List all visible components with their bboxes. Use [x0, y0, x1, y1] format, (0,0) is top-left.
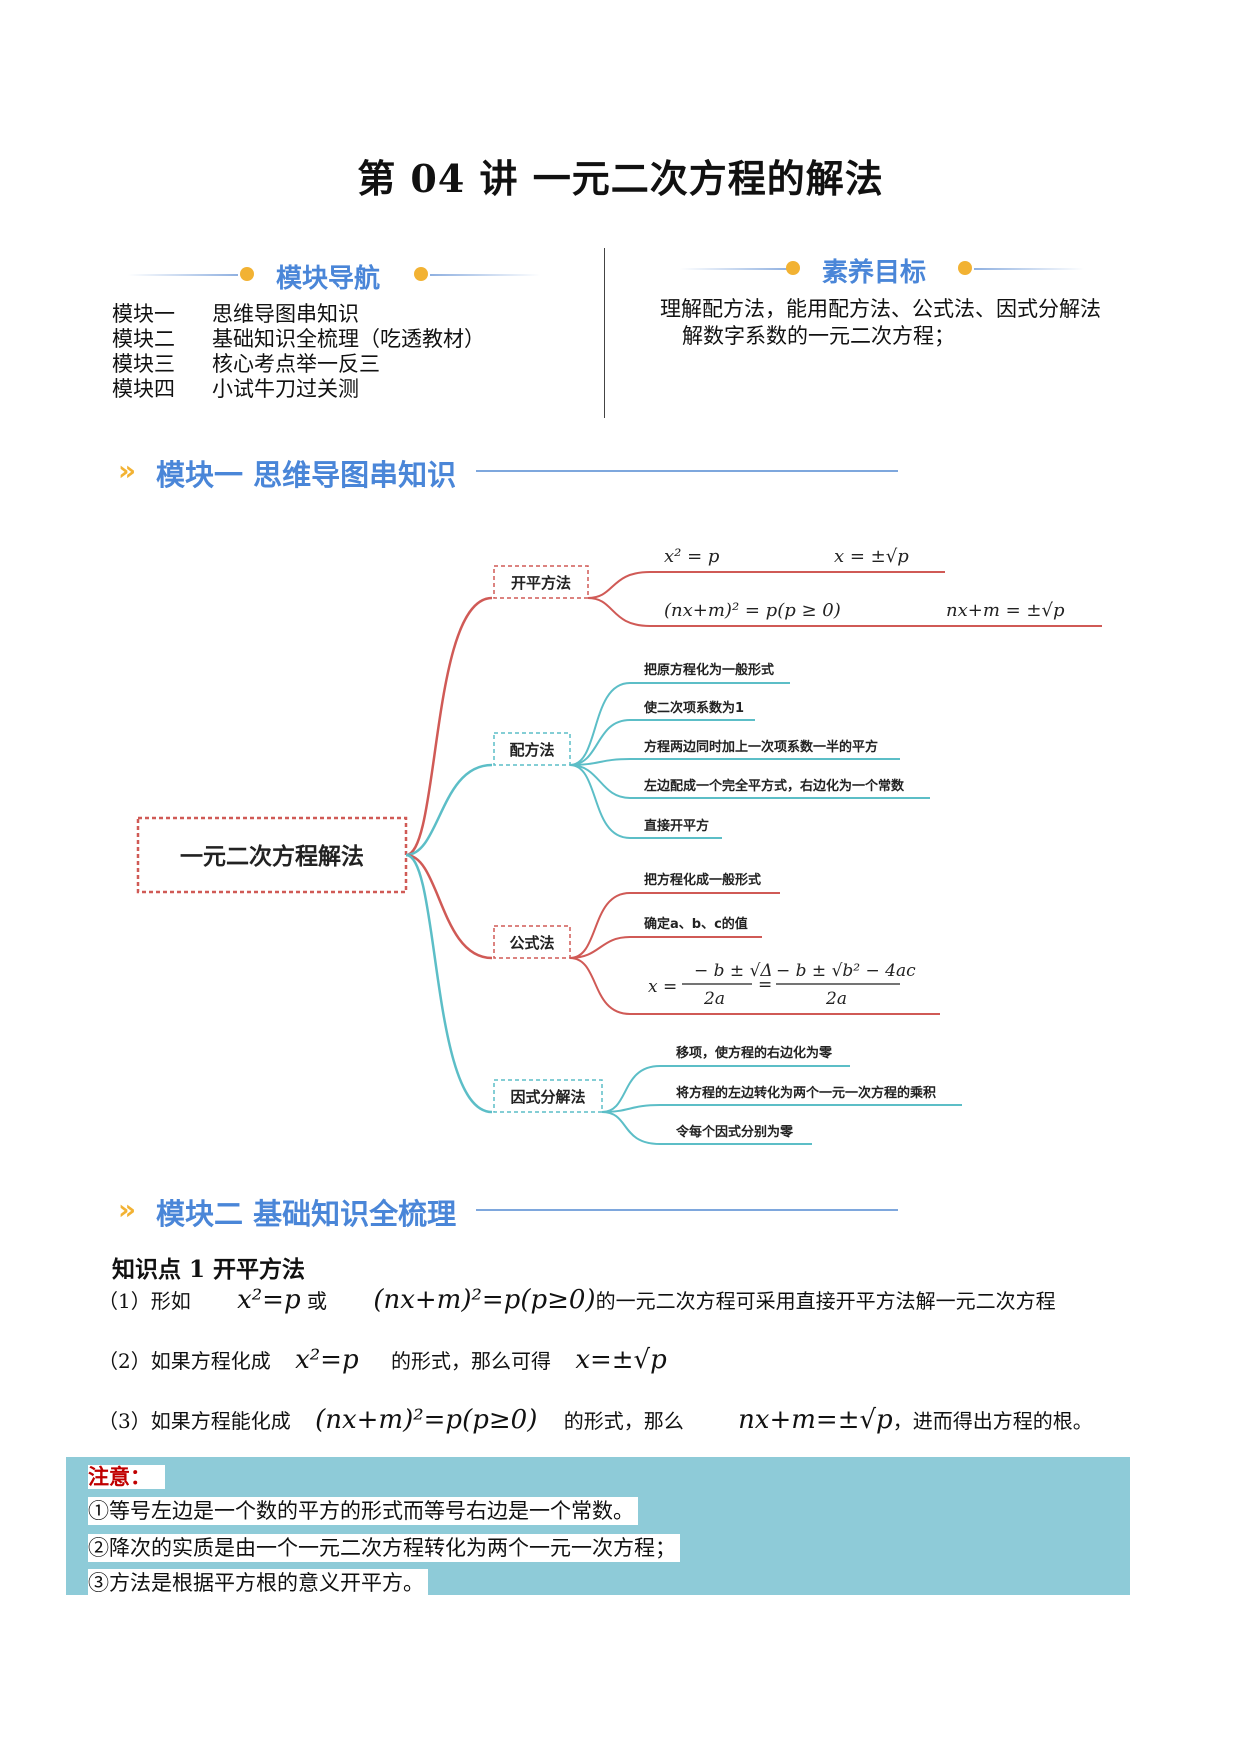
peifang-line1	[569, 682, 790, 766]
kaiping-eq1-solution: x = ±√p	[834, 546, 909, 567]
section1-line	[476, 470, 898, 472]
yinshi-line2	[601, 1104, 962, 1113]
note-item-2: ②降次的实质是由一个一元二次方程转化为两个一元一次方程；	[88, 1534, 680, 1562]
section1-title: 模块一 思维导图串知识	[156, 458, 457, 492]
mindmap-root: 一元二次方程解法	[180, 843, 364, 870]
yinshi-line3	[601, 1111, 812, 1145]
peifang-step4: 左边配成一个完全平方式，右边化为一个常数	[644, 778, 905, 794]
gongshi-line3	[569, 957, 940, 1015]
yinshi-step3: 令每个因式分别为零	[676, 1124, 794, 1140]
chevron-icon: »	[118, 1193, 137, 1226]
kaiping-eq1: x² = p	[664, 546, 720, 567]
note-box: 注意： ①等号左边是一个数的平方的形式而等号右边是一个常数。 ②降次的实质是由一…	[66, 1457, 1130, 1597]
yinshi-line1	[601, 1065, 850, 1113]
kaiping-eq2: (nx+m)² = p(p ≥ 0)	[664, 600, 841, 621]
yinshi-label: 因式分解法	[510, 1088, 585, 1106]
branch-gongshi	[405, 853, 493, 960]
nav-divider-left	[128, 274, 238, 276]
gongshi-den2: 2a	[825, 989, 847, 1009]
peifang-box	[493, 732, 571, 766]
nav-dot-right	[414, 267, 428, 281]
gongshi-num1: − b ± √Δ	[694, 961, 773, 981]
note-heading: 注意：	[88, 1465, 165, 1489]
peifang-step5: 直接开平方	[644, 818, 709, 834]
peifang-line5	[569, 764, 722, 839]
nav-item-4[interactable]: 模块四小试牛刀过关测	[112, 377, 359, 401]
nav-item-3[interactable]: 模块三核心考点举一反三	[112, 352, 380, 376]
peifang-line4	[569, 764, 930, 799]
goal-divider-right	[974, 268, 1084, 270]
peifang-label: 配方法	[509, 741, 554, 759]
gongshi-num2: − b ± √b² − 4ac	[776, 961, 916, 981]
column-divider	[604, 248, 605, 418]
section2-title: 模块二 基础知识全梳理	[156, 1197, 457, 1231]
peifang-step1: 把原方程化为一般形式	[644, 662, 774, 678]
branch-kaiping	[405, 596, 493, 857]
goal-dot-right	[958, 261, 972, 275]
nav-item-2[interactable]: 模块二基础知识全梳理（吃透教材）	[112, 327, 485, 351]
gongshi-line2	[569, 936, 762, 959]
goal-dot-left	[786, 261, 800, 275]
gongshi-x: x =	[648, 977, 677, 997]
kp1-line2: （2）如果方程化成 x²=p 的形式，那么可得 x=±√p	[98, 1345, 667, 1375]
kaiping-line1	[587, 571, 945, 599]
gongshi-step1: 把方程化成一般形式	[644, 872, 761, 888]
nav-dot-left	[240, 267, 254, 281]
note-item-1: ①等号左边是一个数的平方的形式而等号右边是一个常数。	[88, 1497, 638, 1525]
nav-divider-right	[430, 274, 540, 276]
section2-line	[476, 1209, 898, 1211]
page-title: 第 04 讲 一元二次方程的解法	[357, 156, 884, 201]
yinshi-step2: 将方程的左边转化为两个一元一次方程的乘积	[676, 1085, 936, 1101]
gongshi-step2: 确定a、b、c的值	[644, 916, 748, 932]
mind-map: 一元二次方程解法 开平方法 x² = p x = ±√p (nx+m)² = p…	[136, 546, 1102, 1145]
peifang-line2	[569, 719, 755, 766]
kp1-line3: （3）如果方程能化成 (nx+m)²=p(p≥0) 的形式，那么 nx+m=±√…	[98, 1405, 1093, 1435]
peifang-line3	[569, 758, 900, 766]
goal-heading: 素养目标	[822, 258, 927, 288]
kaiping-eq2-solution: nx+m = ±√p	[946, 600, 1065, 621]
gongshi-line1	[569, 892, 780, 959]
yinshi-step1: 移项，使方程的右边化为零	[676, 1045, 833, 1061]
peifang-step2: 使二次项系数为1	[643, 700, 744, 716]
kp1-line1: （1）形如 x²=p 或 (nx+m)²=p(p≥0)的一元二次方程可采用直接开…	[98, 1285, 1056, 1315]
nav-heading: 模块导航	[276, 264, 381, 294]
branch-peifang	[405, 763, 493, 857]
gongshi-box	[493, 925, 571, 959]
goal-divider-left	[680, 268, 790, 270]
gongshi-den1: 2a	[703, 989, 725, 1009]
kaiping-line2	[587, 597, 1102, 627]
note-item-3: ③方法是根据平方根的意义开平方。	[88, 1569, 428, 1597]
gongshi-label: 公式法	[509, 934, 554, 952]
gongshi-eq: =	[758, 975, 772, 995]
nav-item-1[interactable]: 模块一思维导图串知识	[112, 302, 359, 326]
branch-yinshi	[405, 853, 493, 1114]
chevron-icon: »	[118, 454, 137, 487]
goal-text: 理解配方法，能用配方法、公式法、因式分解法 解数字系数的一元二次方程；	[660, 297, 1101, 348]
peifang-step3: 方程两边同时加上一次项系数一半的平方	[644, 739, 878, 755]
knowledge-point-title: 知识点 1 开平方法	[112, 1256, 306, 1283]
kaiping-label: 开平方法	[511, 574, 571, 592]
